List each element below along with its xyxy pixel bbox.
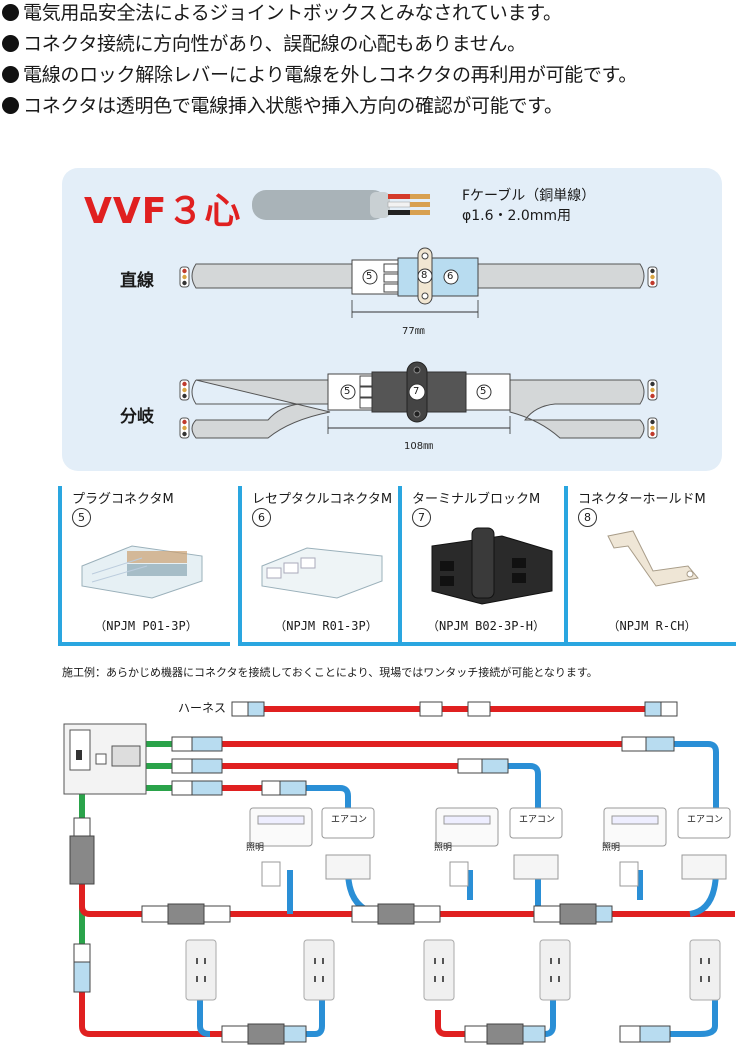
diagram-callouts [340, 268, 492, 401]
feature-text: コネクタは透明色で電線挿入状態や挿入方向の確認が可能です。 [23, 95, 563, 117]
product-name: ターミナルブロックM [412, 492, 541, 507]
diagram-title: VVF３心 [84, 191, 242, 232]
callout-6: 6 [447, 271, 454, 282]
feature-text: コネクタ接続に方向性があり、誤配線の心配もありません。 [23, 33, 526, 55]
cable-spec-line: Fケーブル（銅単線） [462, 188, 596, 204]
bullet-dot-icon [2, 35, 19, 52]
outlet-slots [196, 958, 710, 982]
installation-example-note: 施工例：あらかじめ機器にコネクタを接続しておくことにより、現場ではワンタッチ接続… [62, 666, 598, 679]
straight-dimension: 77㎜ [402, 326, 425, 337]
cable-spec: Fケーブル（銅単線） φ1.6・2.0mm用 [462, 186, 595, 226]
lighting-label: 照明 [246, 843, 265, 853]
feature-text: 電線のロック解除レバーにより電線を外しコネクタの再利用が可能です。 [23, 64, 638, 86]
straight-connection [179, 247, 658, 318]
product-code: （NPJM R-CH） [607, 619, 697, 633]
branch-connection [179, 361, 658, 439]
outlet-group [185, 939, 721, 1001]
feature-item: コネクタ接続に方向性があり、誤配線の心配もありません。 [2, 31, 526, 57]
harness-connectors [231, 701, 678, 717]
bullet-dot-icon [2, 4, 19, 21]
harness-label: ハーネス [178, 701, 227, 715]
receptacle-connector-icon [261, 547, 383, 599]
bullet-dot-icon [2, 66, 19, 83]
product-number: 5 [72, 508, 91, 527]
callout-5: 5 [366, 271, 373, 282]
middle-terminal-blocks [141, 903, 613, 925]
device-group [249, 807, 731, 887]
lighting-label: 照明 [434, 843, 453, 853]
product-name: レセプタクルコネクタM [252, 492, 393, 507]
feature-item: コネクタは透明色で電線挿入状態や挿入方向の確認が可能です。 [2, 93, 563, 119]
terminal-block-icon [431, 527, 553, 605]
aircon-label: エアコン [687, 815, 724, 825]
plug-connector-icon [81, 545, 203, 599]
trunk-connectors [69, 817, 95, 993]
product-number: 6 [252, 508, 271, 527]
feature-text: 電気用品安全法によるジョイントボックスとみなされています。 [23, 2, 562, 24]
branch-label: 分岐 [120, 407, 154, 427]
product-code: （NPJM B02-3P-H） [427, 619, 545, 633]
product-number: 8 [578, 508, 597, 527]
bottom-terminal-blocks [221, 1023, 671, 1045]
product-name: プラグコネクタM [72, 492, 174, 507]
callout-7: 7 [413, 386, 420, 397]
feature-item: 電線のロック解除レバーにより電線を外しコネクタの再利用が可能です。 [2, 62, 637, 88]
product-card-terminal-block: ターミナルブロックM 7 （NPJM B02-3P-H） [398, 486, 570, 646]
product-number: 7 [412, 508, 431, 527]
vvf-cable-icon [252, 190, 430, 220]
callout-8: 8 [421, 270, 428, 281]
product-code: （NPJM P01-3P） [94, 619, 198, 633]
distribution-panel-icon [63, 723, 147, 795]
lighting-label: 照明 [602, 843, 621, 853]
bullet-dot-icon [2, 97, 19, 114]
product-code: （NPJM R01-3P） [274, 619, 378, 633]
product-card-holder: コネクターホールドM 8 （NPJM R-CH） [564, 486, 736, 646]
product-card-plug: プラグコネクタM 5 （NPJM P01-3P） [58, 486, 230, 646]
product-card-receptacle: レセプタクルコネクタM 6 （NPJM R01-3P） [238, 486, 410, 646]
feature-item: 電気用品安全法によるジョイントボックスとみなされています。 [2, 0, 562, 26]
straight-label: 直線 [120, 271, 154, 291]
product-name: コネクターホールドM [578, 492, 706, 507]
callout-5: 5 [480, 386, 487, 397]
aircon-label: エアコン [519, 815, 556, 825]
callout-5: 5 [344, 386, 351, 397]
branch-dimension: 108㎜ [404, 441, 434, 452]
aircon-label: エアコン [331, 815, 368, 825]
wiring-diagram [63, 701, 735, 1045]
panel-connectors [171, 736, 675, 796]
holder-bracket-icon [607, 530, 699, 587]
connector-diagram [179, 190, 658, 439]
cable-spec-line: φ1.6・2.0mm用 [462, 208, 572, 224]
